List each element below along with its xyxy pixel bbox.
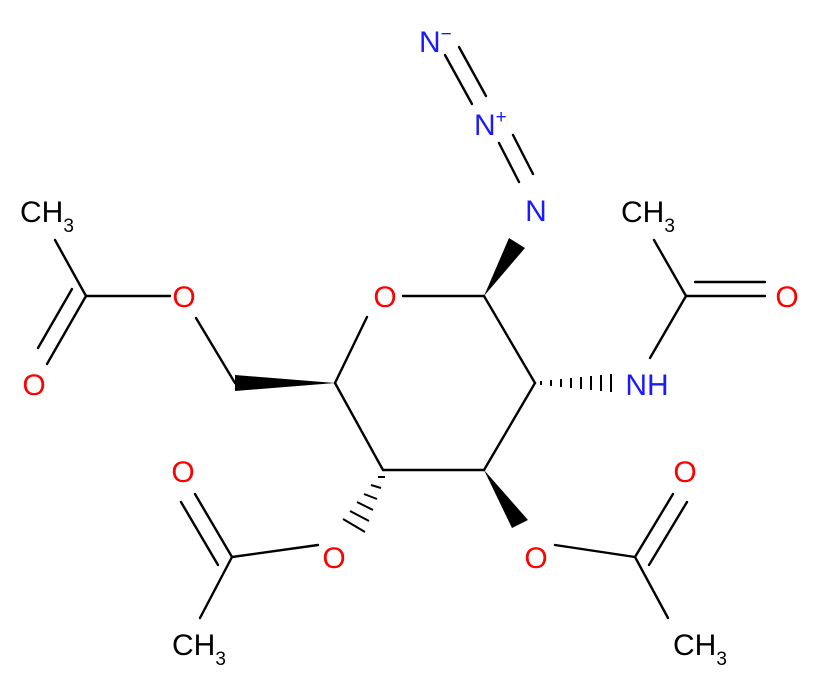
atom-labels: O O O CH3 N− N+ N CH3 O NH O O CH3 O O C… bbox=[20, 24, 799, 670]
bond-azide-1a bbox=[443, 53, 474, 106]
stereo-bonds bbox=[235, 238, 612, 533]
atom-bottom-left-methyl: CH3 bbox=[172, 629, 226, 670]
bond-c5-o bbox=[333, 315, 369, 385]
atom-right-methyl: CH3 bbox=[621, 196, 675, 237]
atom-bottom-left-carbonyl-oxygen: O bbox=[171, 456, 194, 489]
bond-nh-cacyl bbox=[648, 294, 688, 360]
bond-o-cacyl-bl bbox=[230, 543, 320, 559]
bond-carbonyl-br-b bbox=[647, 500, 689, 567]
bonds bbox=[36, 45, 767, 620]
bond-carbonyl-b bbox=[36, 287, 74, 350]
bond-cacyl-ch3-bl bbox=[198, 555, 234, 620]
atom-azide-terminal-n: N− bbox=[419, 24, 452, 59]
bond-azide-2b bbox=[511, 133, 535, 176]
bond-cacyl-ch3-br bbox=[633, 555, 670, 620]
bond-azide-2a bbox=[497, 141, 521, 184]
atom-bottom-right-methyl: CH3 bbox=[673, 629, 727, 670]
bond-c1-c2 bbox=[482, 294, 537, 385]
atom-bottom-right-carbonyl-oxygen: O bbox=[673, 456, 696, 489]
atom-right-carbonyl-oxygen: O bbox=[775, 281, 798, 314]
bond-c2-c3 bbox=[482, 381, 537, 472]
bond-cacyl-ch3-right bbox=[652, 238, 688, 298]
hash-c2-nh bbox=[540, 374, 612, 392]
bond-carbonyl-bl-a bbox=[193, 492, 234, 559]
bond-o-cacyl-br bbox=[553, 543, 637, 559]
atom-bottom-right-ester-oxygen: O bbox=[524, 542, 547, 575]
atom-amide-nh: NH bbox=[625, 369, 668, 402]
atom-azide-middle-n: N+ bbox=[474, 107, 507, 142]
atom-left-methyl: CH3 bbox=[20, 196, 74, 237]
bond-c6-o bbox=[194, 316, 237, 385]
atom-left-ester-oxygen: O bbox=[172, 281, 195, 314]
wedge-c1-azide bbox=[484, 238, 525, 296]
atom-ring-oxygen: O bbox=[373, 281, 396, 314]
bond-carbonyl-br-a bbox=[633, 492, 675, 559]
bond-cacyl-ch3 bbox=[53, 238, 88, 298]
bond-carbonyl-a bbox=[45, 294, 88, 366]
atom-bottom-left-ester-oxygen: O bbox=[322, 542, 345, 575]
wedge-c3-o bbox=[484, 470, 528, 528]
wedge-c5-c6 bbox=[235, 375, 335, 391]
bond-carbonyl-bl-b bbox=[179, 500, 220, 567]
bond-c4-c5 bbox=[333, 381, 385, 472]
atom-azide-attached-n: N bbox=[525, 195, 547, 228]
bond-azide-1b bbox=[457, 45, 488, 98]
atom-left-carbonyl-oxygen: O bbox=[22, 369, 45, 402]
hash-c4-o bbox=[342, 476, 385, 533]
